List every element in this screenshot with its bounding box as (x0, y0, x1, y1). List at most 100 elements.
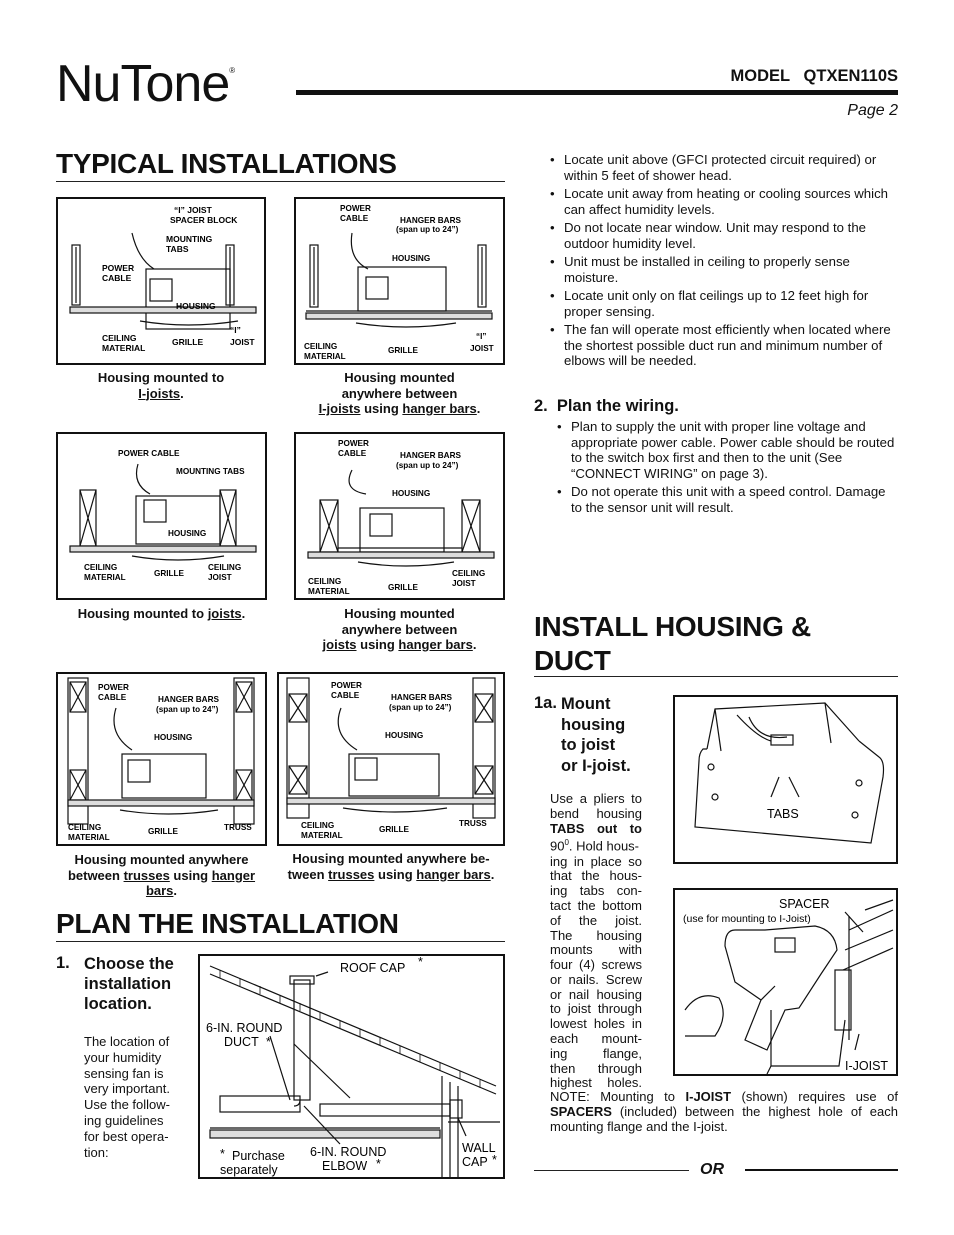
svg-text:MOUNTING: MOUNTING (166, 234, 213, 244)
figure-caption: Housing mounted to I-joists. (97, 370, 225, 401)
svg-text:(use for mounting to I-Joist): (use for mounting to I-Joist) (683, 913, 811, 925)
svg-text:TABS: TABS (767, 807, 799, 821)
plan-installation-title: PLAN THE INSTALLATION (56, 908, 399, 939)
svg-text:CABLE: CABLE (102, 273, 132, 283)
svg-text:POWER: POWER (102, 263, 134, 273)
figure-spacer-mounting: SPACER (use for mounting to I-Joist) I-J… (673, 888, 898, 1076)
svg-text:CEILING: CEILING (208, 563, 241, 572)
or-rule-left (534, 1170, 689, 1171)
svg-text:Purchase: Purchase (232, 1149, 285, 1163)
location-guidelines: Locate unit above (GFCI protected circui… (550, 152, 902, 372)
mount-instructions: Use a pliers to bend housing TABS out to… (550, 791, 642, 1091)
svg-text:*: * (220, 1147, 225, 1161)
figure-caption: Housing mounted anywhere between I-joist… (318, 370, 481, 416)
svg-text:DUCT: DUCT (224, 1035, 259, 1049)
svg-text:GRILLE: GRILLE (379, 825, 410, 834)
section-rule (56, 941, 505, 942)
svg-text:CEILING: CEILING (301, 821, 334, 830)
svg-text:CABLE: CABLE (340, 214, 369, 223)
svg-text:HOUSING: HOUSING (168, 529, 206, 538)
svg-text:MATERIAL: MATERIAL (304, 352, 346, 361)
figure-caption: Housing mounted anywhere between trusses… (67, 852, 256, 898)
svg-text:*: * (266, 1035, 271, 1049)
svg-text:(span up to 24”): (span up to 24”) (396, 461, 459, 470)
svg-text:“I”: “I” (476, 332, 486, 341)
svg-text:POWER: POWER (340, 204, 371, 213)
step-1a-heading: Mount housing to joist or I-joist. (561, 695, 631, 775)
svg-text:SPACER: SPACER (779, 897, 829, 911)
svg-text:HANGER BARS: HANGER BARS (400, 216, 461, 225)
svg-text:CEILING: CEILING (68, 823, 101, 832)
svg-text:HOUSING: HOUSING (392, 254, 430, 263)
svg-text:MATERIAL: MATERIAL (84, 573, 126, 582)
svg-text:separately: separately (220, 1163, 278, 1177)
svg-text:JOIST: JOIST (208, 573, 232, 582)
svg-text:GRILLE: GRILLE (172, 337, 203, 347)
page-number: Page 2 (847, 102, 898, 119)
svg-text:HANGER BARS: HANGER BARS (158, 695, 219, 704)
svg-text:TABS: TABS (166, 244, 189, 254)
svg-text:CEILING: CEILING (304, 342, 337, 351)
install-housing-title: INSTALL HOUSING & DUCT (534, 611, 811, 676)
section-rule (56, 181, 505, 182)
header-rule (296, 90, 898, 95)
or-label: OR (700, 1161, 724, 1178)
figure-i-joist-hanger-bars: POWER CABLE HANGER BARS (span up to 24”)… (294, 197, 505, 365)
or-rule-right (745, 1169, 898, 1171)
svg-text:HOUSING: HOUSING (176, 301, 216, 311)
step-number: 1a. (534, 694, 557, 712)
svg-text:HOUSING: HOUSING (392, 489, 430, 498)
svg-text:CABLE: CABLE (338, 449, 367, 458)
svg-text:MATERIAL: MATERIAL (68, 833, 110, 842)
wiring-heading: 2. Plan the wiring. (534, 397, 679, 415)
list-item: Do not locate near window. Unit may resp… (550, 220, 902, 251)
svg-text:“I”: “I” (230, 325, 241, 335)
svg-text:JOIST: JOIST (230, 337, 255, 347)
svg-text:(span up to 24”): (span up to 24”) (156, 705, 219, 714)
svg-text:JOIST: JOIST (470, 344, 494, 353)
svg-text:MATERIAL: MATERIAL (308, 587, 350, 596)
svg-text:GRILLE: GRILLE (148, 827, 179, 836)
list-item: Locate unit only on flat ceilings up to … (550, 288, 902, 319)
figure-i-joist-mount: “I” JOIST SPACER BLOCK MOUNTING TABS POW… (56, 197, 266, 365)
figure-truss-hanger-bars-2: POWER CABLE HANGER BARS (span up to 24”)… (277, 672, 505, 846)
figure-joist-mount: POWER CABLE MOUNTING TABS HOUSING CEILIN… (56, 432, 267, 600)
figure-caption: Housing mounted to joists. (77, 606, 246, 621)
model-number: MODEL QTXEN110S (730, 67, 899, 85)
figure-duct-routing: ROOF CAP * 6-IN. ROUND DUCT * 6-IN. ROUN… (198, 954, 505, 1179)
wiring-list: Plan to supply the unit with proper line… (557, 419, 897, 518)
svg-text:POWER: POWER (331, 681, 362, 690)
svg-text:POWER: POWER (98, 683, 129, 692)
svg-text:MATERIAL: MATERIAL (301, 831, 343, 840)
svg-text:HOUSING: HOUSING (154, 733, 192, 742)
svg-text:CABLE: CABLE (98, 693, 127, 702)
svg-text:POWER: POWER (338, 439, 369, 448)
svg-text:TRUSS: TRUSS (459, 819, 487, 828)
svg-text:CAP: CAP (462, 1155, 488, 1169)
svg-text:(span up to 24”): (span up to 24”) (389, 703, 452, 712)
svg-text:MATERIAL: MATERIAL (102, 343, 145, 353)
figure-joist-hanger-bars: POWER CABLE HANGER BARS (span up to 24”)… (294, 432, 505, 600)
svg-text:ROOF CAP: ROOF CAP (340, 961, 405, 975)
svg-text:6-IN. ROUND: 6-IN. ROUND (310, 1145, 386, 1159)
svg-text:*: * (376, 1157, 381, 1171)
figure-caption: Housing mounted anywhere between joists … (322, 606, 477, 652)
figure-caption: Housing mounted anywhere be- tween truss… (287, 851, 495, 882)
svg-text:I-JOIST: I-JOIST (845, 1059, 888, 1073)
svg-text:CEILING: CEILING (102, 333, 137, 343)
step-1-heading: Choose the installation location. (84, 955, 174, 1013)
svg-text:GRILLE: GRILLE (154, 569, 185, 578)
list-item: Unit must be installed in ceiling to pro… (550, 254, 902, 285)
svg-text:TRUSS: TRUSS (224, 823, 252, 832)
svg-text:CABLE: CABLE (331, 691, 360, 700)
section-rule (534, 676, 898, 677)
list-item: Locate unit away from heating or cooling… (550, 186, 902, 217)
svg-text:ELBOW: ELBOW (322, 1159, 367, 1173)
svg-text:CEILING: CEILING (308, 577, 341, 586)
svg-text:POWER CABLE: POWER CABLE (118, 449, 180, 458)
svg-text:CEILING: CEILING (452, 569, 485, 578)
svg-text:MOUNTING TABS: MOUNTING TABS (176, 467, 245, 476)
location-intro: The location of your humidity sensing fa… (84, 1034, 170, 1160)
list-item: The fan will operate most efficiently wh… (550, 322, 902, 369)
list-item: Locate unit above (GFCI protected circui… (550, 152, 902, 183)
